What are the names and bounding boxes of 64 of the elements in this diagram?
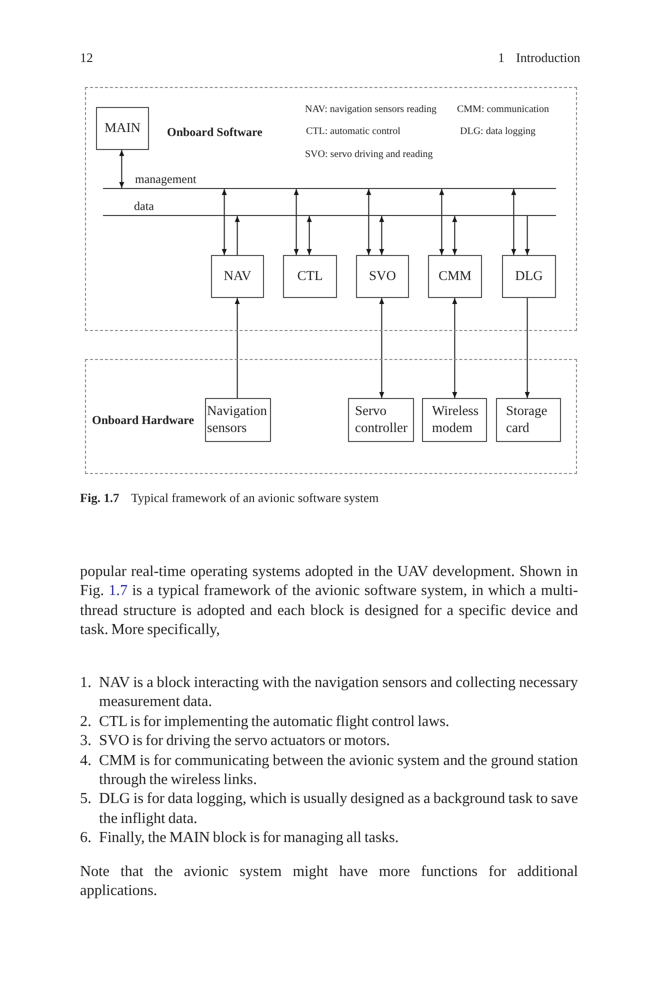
body-paragraph: Note that the avionic system might have more functions for additional applications.	[80, 862, 578, 901]
arrow	[306, 216, 312, 256]
chapter-number: 1	[498, 50, 504, 66]
arrow	[379, 216, 384, 256]
group-title: Onboard Software	[167, 124, 262, 140]
list-number: 6.	[80, 828, 92, 848]
page-number: 12	[80, 50, 93, 66]
box-label: Servo controller	[355, 403, 408, 437]
body-paragraph: popular real-time operating systems adopted in the UAV development. Shown in Fig. 1.7 is a typical framework of the avionic software system, in which a multi-thread structure is adopted and each block is designed for a specific device and task. More specifically,	[80, 562, 578, 640]
list-number: 2.	[80, 712, 92, 732]
abbreviation-note: DLG: data logging	[460, 126, 536, 138]
arrow	[222, 188, 227, 256]
task-box	[428, 255, 482, 298]
arrow	[452, 216, 458, 256]
box-label: CTL	[297, 268, 323, 285]
bus-label: data	[134, 198, 154, 214]
list-item-text: SVO is for driving the servo actuators or motors.	[99, 731, 391, 751]
list-number: 1.	[80, 673, 92, 693]
list-item-text: NAV is a block interacting with the navigation sensors and collecting necessary measurement data.	[99, 673, 578, 712]
arrow	[452, 298, 458, 398]
abbreviation-note: CMM: communication	[457, 104, 549, 116]
box-label: MAIN	[104, 120, 140, 137]
arrow	[234, 298, 240, 398]
abbreviation-note: CTL: automatic control	[306, 126, 400, 138]
list-number: 4.	[80, 750, 92, 771]
box-label: CMM	[438, 268, 472, 285]
box-label: Wireless modem	[432, 403, 480, 437]
arrow	[119, 150, 124, 188]
bus-label: management	[135, 171, 196, 187]
list-item-text: CMM is for communicating between the avionic system and the ground station through the wireless links.	[99, 750, 578, 790]
device-box	[496, 398, 561, 442]
arrow	[511, 188, 516, 256]
box-label: Navigation sensors	[207, 403, 268, 437]
task-box	[502, 255, 556, 298]
arrow	[379, 298, 384, 398]
arrow	[294, 188, 299, 256]
abbreviation-note: NAV: navigation sensors reading	[305, 104, 437, 116]
task-box	[211, 255, 264, 298]
list-item-text: DLG is for data logging, which is usually designed as a background task to save the inflight data.	[99, 789, 578, 828]
task-box	[283, 255, 337, 298]
group-frame	[85, 87, 577, 331]
list-item-text: CTL is for implementing the automatic flight control laws.	[99, 712, 450, 732]
arrow	[234, 216, 240, 256]
list-number: 3.	[80, 731, 92, 751]
group-title: Onboard Hardware	[92, 412, 194, 428]
task-box	[96, 107, 149, 150]
box-label: SVO	[368, 268, 396, 285]
device-box	[422, 398, 487, 442]
group-frame	[85, 359, 577, 474]
list-item-text: Finally, the MAIN block is for managing all tasks.	[99, 828, 400, 848]
arrow	[524, 298, 530, 398]
chapter-title: Introduction	[516, 50, 580, 66]
arrow	[524, 216, 530, 256]
box-label: NAV	[224, 268, 252, 285]
box-label: Storage card	[506, 403, 548, 437]
box-label: DLG	[515, 268, 543, 285]
task-box	[356, 255, 409, 298]
abbreviation-note: SVO: servo driving and reading	[305, 149, 433, 161]
arrow	[439, 188, 444, 256]
list-number: 5.	[80, 789, 92, 810]
arrow	[366, 188, 372, 256]
figure-caption: Fig. 1.7 Typical framework of an avionic software system	[80, 490, 379, 506]
device-box	[348, 398, 414, 442]
figure-link: 1.7	[108, 582, 128, 600]
